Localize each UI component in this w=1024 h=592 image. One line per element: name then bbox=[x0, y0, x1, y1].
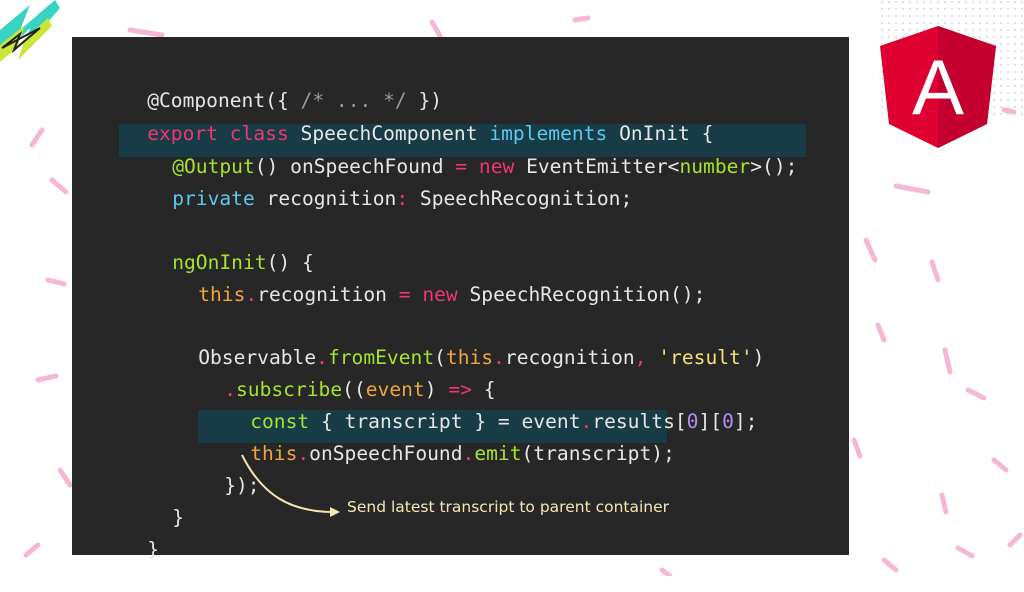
code-line-10: this.onSpeechFound.emit(transcript); bbox=[250, 442, 675, 465]
code-panel: @Component({ /* ... */ }) export class S… bbox=[72, 37, 849, 561]
angular-logo-letter: A bbox=[912, 43, 964, 131]
code-line-3: @Output() onSpeechFound = new EventEmitt… bbox=[172, 155, 798, 178]
code-line-8: .subscribe((event) => { bbox=[224, 378, 496, 401]
code-line-4: private recognition: SpeechRecognition; bbox=[172, 187, 633, 210]
code-line-12: } bbox=[172, 506, 184, 529]
lightning-decoration bbox=[0, 0, 60, 62]
code-line-9: const { transcript } = event.results[0][… bbox=[250, 410, 758, 433]
highlight-output-line bbox=[119, 124, 806, 157]
annotation-label: Send latest transcript to parent contain… bbox=[347, 498, 670, 516]
angular-logo-icon: A bbox=[880, 26, 996, 148]
code-line-6: this.recognition = new SpeechRecognition… bbox=[198, 283, 706, 306]
highlight-emit-line bbox=[198, 410, 667, 443]
code-line-5: ngOnInit() { bbox=[172, 251, 314, 274]
code-line-13: } bbox=[147, 538, 159, 561]
annotation-arrow-icon bbox=[241, 454, 340, 517]
code-line-2: export class SpeechComponent implements … bbox=[147, 122, 714, 145]
code-line-7: Observable.fromEvent(this.recognition, '… bbox=[198, 346, 765, 369]
code-line-1: @Component({ /* ... */ }) bbox=[147, 89, 443, 112]
code-line-11: }); bbox=[224, 474, 260, 497]
